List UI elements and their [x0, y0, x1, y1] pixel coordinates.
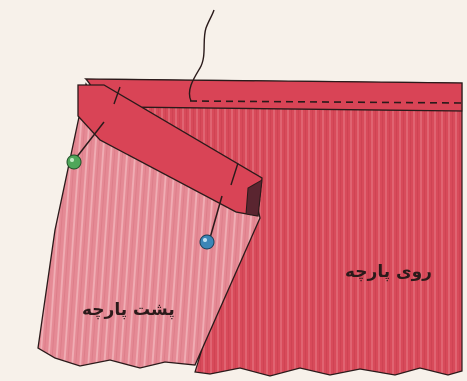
- waistband-top: [86, 79, 462, 111]
- label-fabric-front: روی پارچه: [345, 262, 432, 282]
- label-fabric-back: پشت پارچه: [82, 300, 175, 320]
